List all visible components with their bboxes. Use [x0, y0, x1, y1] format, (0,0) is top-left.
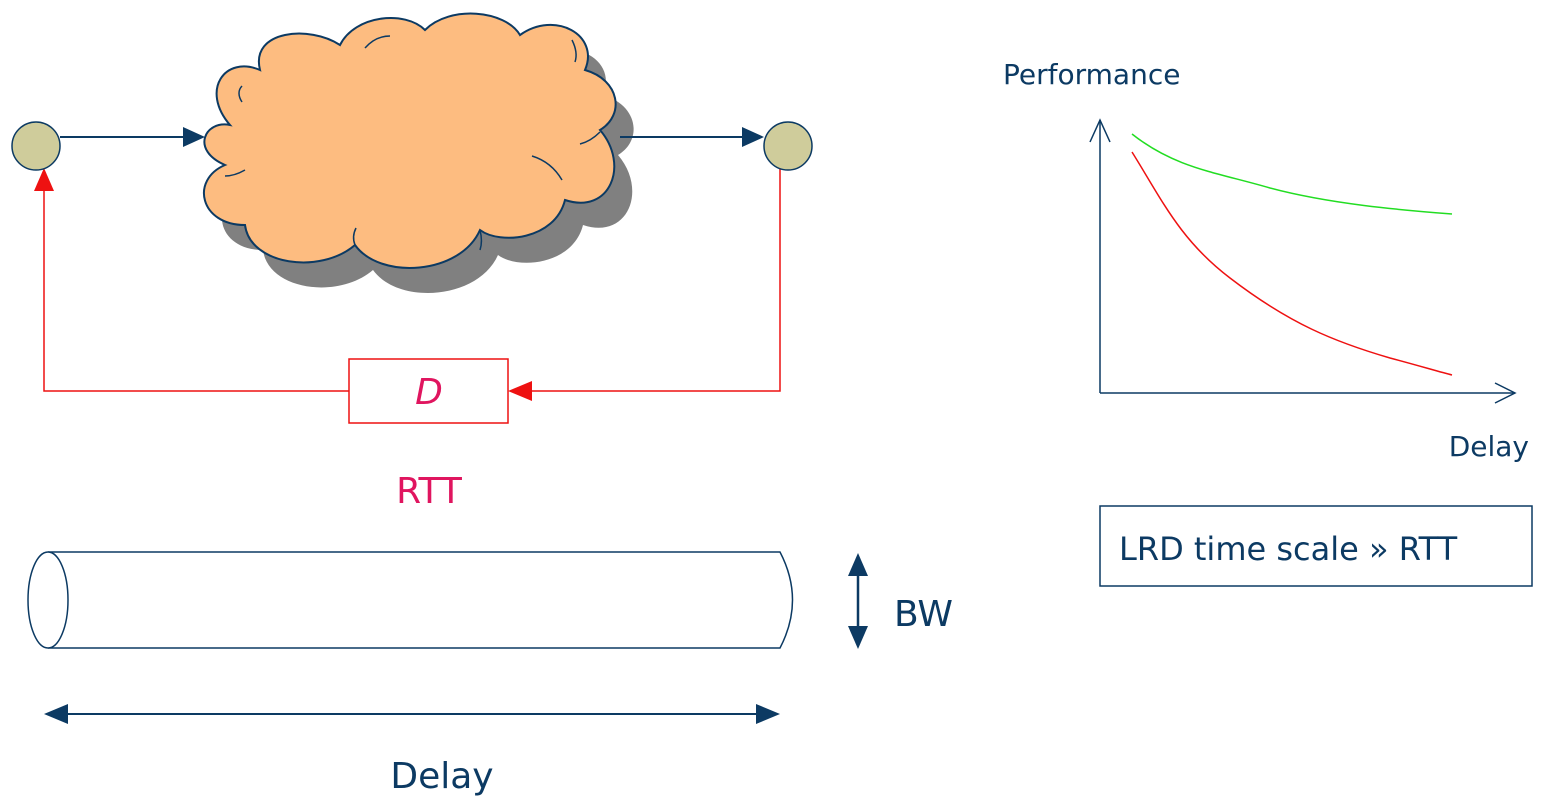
feedback-line-left	[43, 190, 349, 392]
performance-curve-red	[1131, 151, 1453, 376]
rtt-label: RTT	[396, 471, 463, 512]
delay-axis-label: Delay	[1449, 430, 1529, 463]
bandwidth-label: BW	[894, 594, 953, 635]
delay-arrowhead-right	[756, 704, 780, 724]
time-scale-note: LRD time scale » RTT	[1099, 505, 1533, 587]
feedback-line-right	[528, 160, 781, 392]
bandwidth-arrowhead-up	[848, 553, 868, 576]
pipe-body	[48, 551, 794, 649]
y-axis-arrowhead	[1089, 118, 1111, 143]
performance-curve-green	[1131, 133, 1453, 215]
feedback-arrowhead-source	[34, 168, 54, 191]
link-delay-label: Delay	[390, 756, 493, 797]
bandwidth-arrowhead-down	[848, 626, 868, 649]
note-box	[1099, 505, 1533, 587]
x-axis-arrowhead	[1494, 382, 1517, 404]
feedback-arrowhead-block	[508, 381, 532, 401]
feedback-path: D	[34, 160, 781, 424]
bandwidth-arrow	[848, 553, 868, 649]
delay-block-label: D	[415, 372, 443, 413]
delay-arrowhead-left	[44, 704, 68, 724]
forward-path	[60, 127, 764, 147]
delay-block	[348, 358, 509, 424]
delay-arrow	[44, 704, 780, 724]
performance-plot: Performance Delay	[1003, 58, 1529, 463]
note-text: LRD time scale » RTT	[1119, 530, 1458, 568]
forward-arrowhead-in	[183, 127, 205, 147]
link-pipe	[27, 551, 794, 649]
destination-node	[763, 121, 813, 171]
source-node	[11, 121, 61, 171]
network-cloud	[202, 12, 634, 293]
pipe-opening	[27, 551, 69, 649]
performance-axis-label: Performance	[1003, 58, 1180, 91]
forward-arrowhead-out	[742, 127, 764, 147]
